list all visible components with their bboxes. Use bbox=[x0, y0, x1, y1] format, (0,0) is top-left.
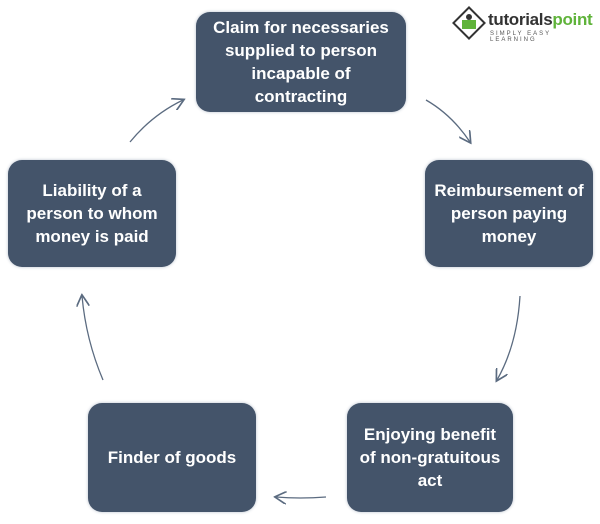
tutorialspoint-logo: tutorialspoint SIMPLY EASY LEARNING bbox=[452, 6, 597, 43]
arrow-3-to-4 bbox=[276, 497, 327, 498]
node-liability-of-person: Liability of a person to whom money is p… bbox=[8, 160, 176, 267]
arrow-4-to-5 bbox=[82, 296, 104, 381]
arrow-2-to-3 bbox=[497, 295, 521, 380]
node-reimbursement: Reimbursement of person paying money bbox=[425, 160, 593, 267]
node-claim-for-necessaries: Claim for necessaries supplied to person… bbox=[196, 12, 406, 112]
node-non-gratuitous-act: Enjoying benefit of non-gratuitous act bbox=[347, 403, 513, 512]
logo-tagline: SIMPLY EASY LEARNING bbox=[490, 31, 552, 43]
node-finder-of-goods: Finder of goods bbox=[88, 403, 256, 512]
logo-icon bbox=[452, 6, 486, 40]
logo-brand: tutorialspoint bbox=[488, 10, 593, 29]
arrow-1-to-2 bbox=[425, 99, 470, 142]
arrow-5-to-1 bbox=[129, 100, 183, 143]
